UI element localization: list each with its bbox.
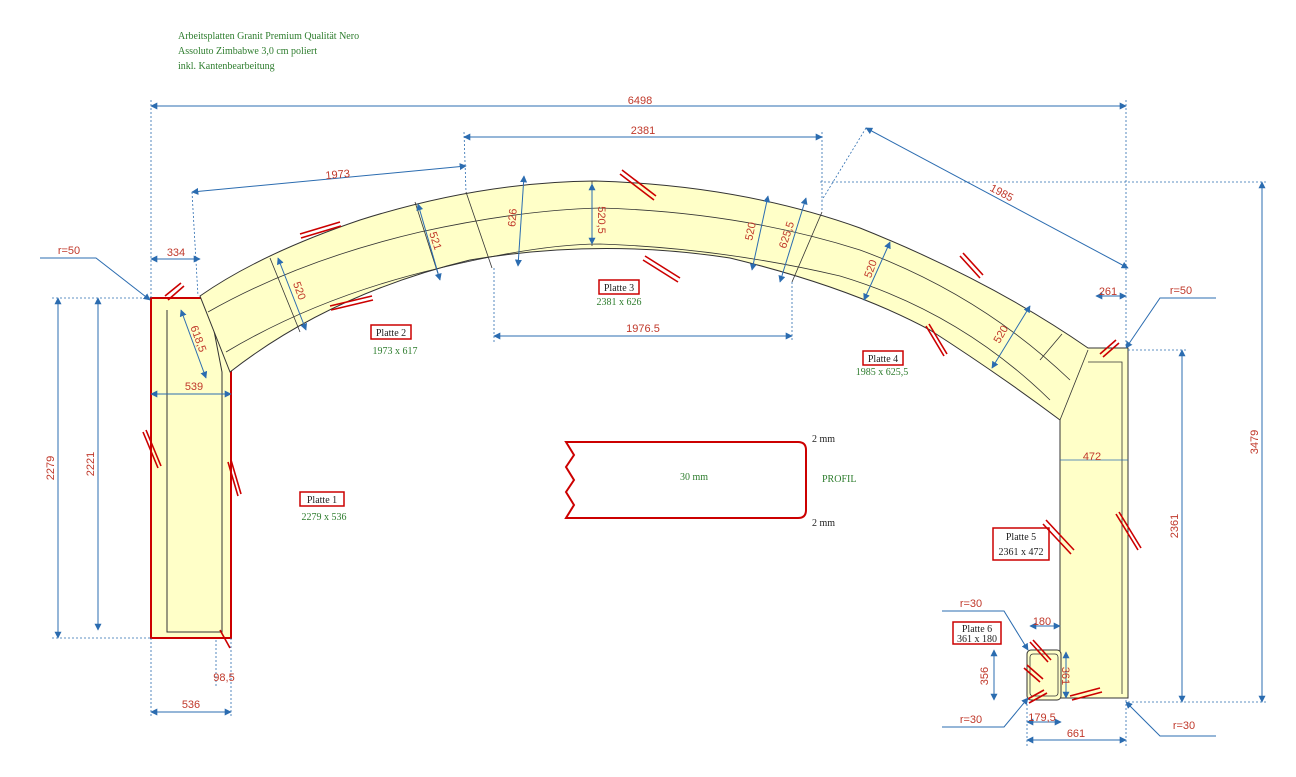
svg-text:Platte 1: Platte 1 [307,495,337,506]
profile-thickness: 30 mm [680,472,708,483]
dim-p6-bottom: 179,5 [1028,712,1056,724]
dim-p5-length: 2361 [1169,514,1181,538]
dimension-lines [40,100,1268,746]
dim-p1-width: 536 [182,699,200,711]
edge-profile: 30 mm 2 mm 2 mm PROFIL [564,434,856,529]
plate-label-1: Platte 1 2279 x 536 [299,491,347,523]
svg-text:Platte 4: Platte 4 [868,354,898,365]
header-line-1: Arbeitsplatten Granit Premium Qualität N… [178,31,360,42]
dim-p1-small: 98,5 [213,672,234,684]
profile-top-edge: 2 mm [812,434,835,445]
plate-label-5: Platte 5 2361 x 472 [992,527,1050,561]
dim-p1-length-outer: 2279 [45,456,57,480]
profile-bottom-edge: 2 mm [812,518,835,529]
dim-p6-inner-height: 361 [1059,667,1071,685]
svg-text:361 x 180: 361 x 180 [957,634,997,645]
svg-text:2279 x 536: 2279 x 536 [302,512,347,523]
dim-p2-length: 1973 [325,168,350,182]
svg-text:2381 x 626: 2381 x 626 [597,297,642,308]
dim-p1-length-inner: 2221 [85,452,97,476]
svg-text:2361 x 472: 2361 x 472 [999,547,1044,558]
dim-p3-length: 2381 [631,125,655,137]
svg-text:Platte 6: Platte 6 [962,624,992,635]
dim-p4-length: 1985 [988,182,1015,204]
dim-p6-width: 180 [1033,616,1051,628]
plate-label-6: Platte 6 361 x 180 [952,621,1002,645]
dim-p2-w2: 521 [426,230,443,251]
svg-text:1973 x 617: 1973 x 617 [373,346,418,357]
dim-p5-top: 261 [1099,286,1117,298]
dim-overall-width: 6498 [628,95,652,107]
dim-p1-inner-width: 539 [185,381,203,393]
dim-p3-w2: 520,5 [595,206,607,234]
plate-label-2: Platte 2 1973 x 617 [370,324,418,357]
dim-p1-offset: 334 [167,247,185,259]
slab-arch [199,180,1129,699]
radius-p6-top: r=30 [960,598,982,610]
slab-platte-5 [1060,361,1128,694]
slab-platte-6 [1026,649,1062,701]
radius-top-left: r=50 [58,245,80,257]
dim-p4-w1: 520 [862,258,880,279]
plate-label-4: Platte 4 1985 x 625,5 [856,350,909,378]
header-line-2: Assoluto Zimbabwe 3,0 cm poliert [178,46,318,57]
radius-top-right: r=50 [1170,285,1192,297]
dim-overall-height: 3479 [1249,430,1261,454]
svg-text:1985 x 625,5: 1985 x 625,5 [856,367,909,378]
dim-p5-width: 472 [1083,451,1101,463]
svg-text:Platte 3: Platte 3 [604,283,634,294]
dim-p3-inner: 1976.5 [626,323,660,335]
slab-platte-1 [150,297,232,639]
radius-bottom-right: r=30 [1173,720,1195,732]
dim-p3-w3: 520 [743,221,759,241]
svg-text:Platte 5: Platte 5 [1006,532,1036,543]
dim-p3-w1: 626 [506,208,520,227]
dim-p6-total: 661 [1067,728,1085,740]
svg-text:Platte 2: Platte 2 [376,328,406,339]
header-line-3: inkl. Kantenbearbeitung [178,61,275,72]
profile-label: PROFIL [822,474,856,485]
radius-p6-bottom: r=30 [960,714,982,726]
dim-p2-w1: 520 [290,280,308,301]
dim-p6-height: 356 [979,667,991,685]
plate-label-3: Platte 3 2381 x 626 [597,279,642,308]
